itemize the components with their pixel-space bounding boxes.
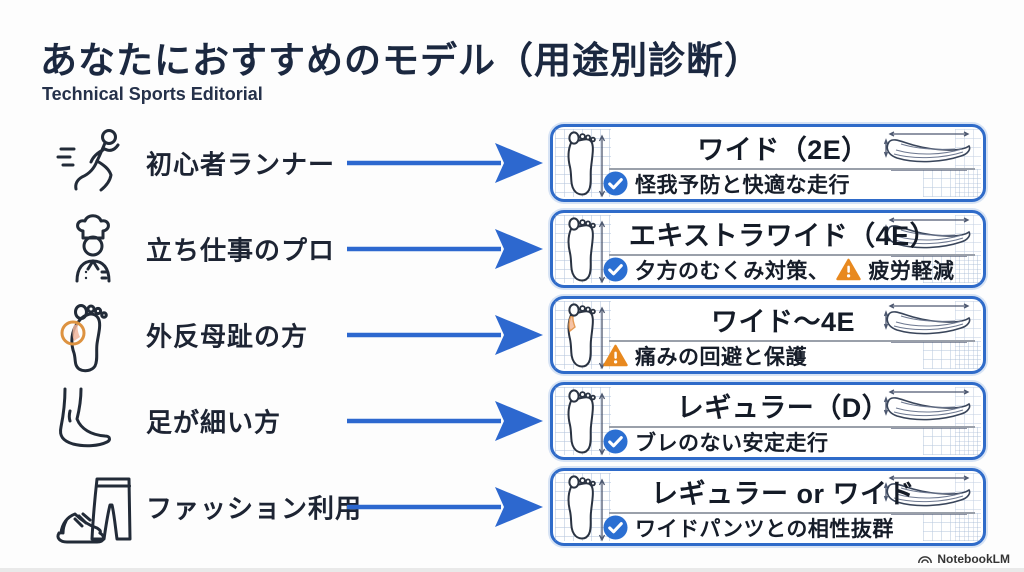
card-title: レギュラー or ワイド xyxy=(650,479,915,509)
arrow-icon xyxy=(347,143,543,183)
recommendation-row-standing-work: 立ち仕事のプロ エキストラワイド（4E） xyxy=(0,210,1024,288)
recommendation-row-runner: 初心者ランナー ワイド（2E） 怪我予防と xyxy=(0,124,1024,202)
foot-diagram-icon xyxy=(567,475,606,542)
benefit-text: 夕方のむくみ対策、 xyxy=(635,259,830,283)
card-title: ワイド～4E xyxy=(710,307,856,337)
row-label: ファッション利用 xyxy=(146,493,363,524)
page-title: あなたにおすすめのモデル（用途別診断） xyxy=(40,40,762,81)
divider xyxy=(609,426,975,428)
shoe-sole-profile-icon xyxy=(883,217,971,257)
arrow-icon xyxy=(347,487,543,527)
grid-pattern xyxy=(955,301,981,369)
row-label: 外反母趾の方 xyxy=(146,321,309,352)
shoe-sole-profile-icon xyxy=(883,303,971,343)
card-title: レギュラー（D） xyxy=(676,393,890,423)
benefit-text: 痛みの回避と保護 xyxy=(635,345,807,369)
card-benefit: 怪我予防と快適な走行 xyxy=(603,170,977,197)
divider xyxy=(609,254,975,256)
runner-icon xyxy=(50,124,136,202)
card-benefit: 夕方のむくみ対策、 疲労軽減 xyxy=(603,256,977,283)
page-subtitle: Technical Sports Editorial xyxy=(42,84,263,104)
arrow-icon xyxy=(347,229,543,269)
card-benefit: 痛みの回避と保護 xyxy=(603,342,977,369)
recommendation-row-fashion: ファッション利用 レギュラー or ワイド xyxy=(0,468,1024,546)
grid-pattern xyxy=(955,473,981,541)
benefit-text: 怪我予防と快適な走行 xyxy=(635,173,850,197)
bunion-foot-icon xyxy=(50,296,136,374)
grid-pattern xyxy=(955,387,981,455)
recommendation-row-slim-foot: 足が細い方 レギュラー（D） ブレのない安 xyxy=(0,382,1024,460)
grid-pattern xyxy=(923,341,981,369)
card-title: エキストラワイド（4E） xyxy=(628,221,938,251)
arrow-icon xyxy=(347,401,543,441)
warning-icon xyxy=(603,344,628,367)
benefit-text: ワイドパンツとの相性抜群 xyxy=(635,517,894,541)
grid-pattern xyxy=(955,215,981,283)
divider xyxy=(609,340,975,342)
shoe-sole-profile-icon xyxy=(883,131,971,171)
card-title: ワイド（2E） xyxy=(697,135,869,165)
card-benefit: ワイドパンツとの相性抜群 xyxy=(603,514,977,541)
divider xyxy=(609,168,975,170)
foot-diagram-icon xyxy=(567,389,606,456)
grid-pattern xyxy=(923,427,981,455)
sneaker-pants-icon xyxy=(50,468,136,546)
row-label: 立ち仕事のプロ xyxy=(146,235,336,266)
check-icon xyxy=(603,257,628,282)
check-icon xyxy=(603,515,628,540)
check-icon xyxy=(603,171,628,196)
chef-icon xyxy=(50,210,136,288)
slim-foot-icon xyxy=(50,382,136,460)
recommendation-card: ワイド～4E 痛みの回避と保護 xyxy=(550,296,986,374)
row-label: 足が細い方 xyxy=(146,407,282,438)
grid-pattern xyxy=(955,129,981,197)
row-label: 初心者ランナー xyxy=(146,149,336,180)
footer-brand-text: NotebookLM xyxy=(937,552,1010,566)
recommendation-card: エキストラワイド（4E） 夕方のむくみ対策、 疲労軽減 xyxy=(550,210,986,288)
recommendation-card: レギュラー or ワイド ワイドパンツとの相性抜群 xyxy=(550,468,986,546)
grid-pattern xyxy=(923,169,981,197)
recommendation-card: レギュラー（D） ブレのない安定走行 xyxy=(550,382,986,460)
check-icon xyxy=(603,429,628,454)
warning-icon xyxy=(836,258,862,281)
grid-pattern xyxy=(923,513,981,541)
foot-diagram-icon xyxy=(567,217,606,284)
recommendation-row-bunion: 外反母趾の方 ワイド～4E xyxy=(0,296,1024,374)
notebooklm-logo-icon xyxy=(918,555,933,563)
recommendation-card: ワイド（2E） 怪我予防と快適な走行 xyxy=(550,124,986,202)
grid-pattern xyxy=(923,255,981,283)
arrow-icon xyxy=(347,315,543,355)
bottom-strip xyxy=(0,568,1024,572)
benefit-text: ブレのない安定走行 xyxy=(635,431,829,455)
card-benefit: ブレのない安定走行 xyxy=(603,428,977,455)
foot-diagram-bunion-icon xyxy=(567,303,606,370)
shoe-sole-profile-icon xyxy=(883,389,971,429)
foot-diagram-icon xyxy=(567,131,606,198)
shoe-sole-profile-icon xyxy=(883,475,971,515)
footer-brand: NotebookLM xyxy=(917,552,1010,566)
divider xyxy=(609,512,975,514)
benefit-text: 疲労軽減 xyxy=(868,259,955,283)
